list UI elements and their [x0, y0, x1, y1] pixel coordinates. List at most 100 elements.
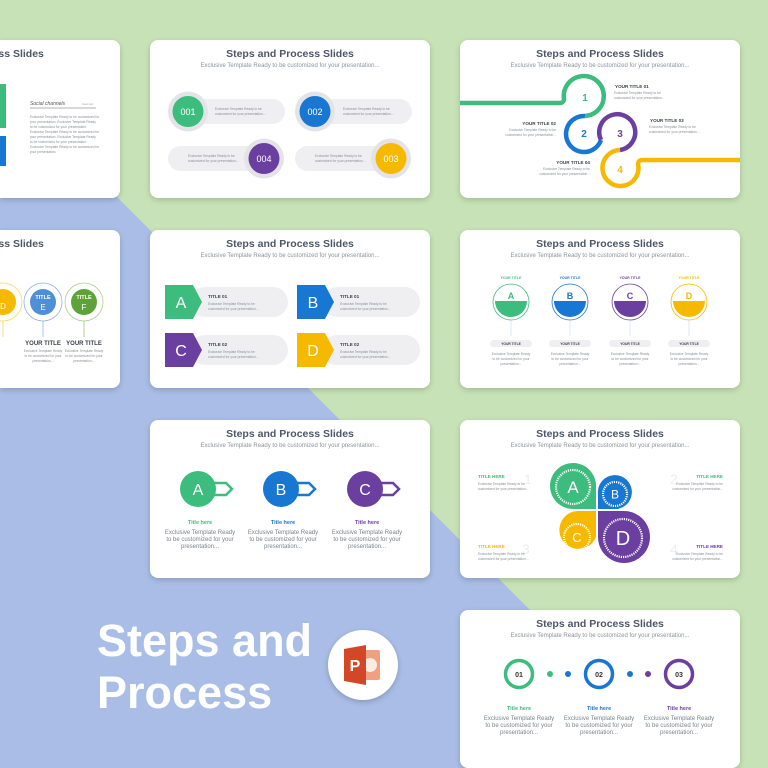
- slide-title: Steps and Process Slides: [536, 238, 664, 250]
- svg-text:to be customized for your: to be customized for your: [565, 723, 632, 729]
- slide-thumbnail-circle-tags[interactable]: Steps and Process Slides Exclusive Templ…: [150, 420, 430, 578]
- svg-text:Title here: Title here: [587, 706, 611, 712]
- svg-text:03: 03: [675, 672, 683, 679]
- svg-text:D: D: [0, 302, 6, 311]
- svg-text:presentation...: presentation...: [181, 544, 219, 550]
- slide-thumbnail-winding-path[interactable]: Steps and Process Slides Exclusive Templ…: [460, 40, 740, 198]
- slide-title: Steps and Process Slides: [0, 238, 44, 250]
- svg-text:Exclusive Template Ready to be: Exclusive Template Ready to be customize…: [30, 115, 100, 119]
- svg-text:customized for your presentati: customized for your presentation...: [343, 112, 394, 116]
- slide-thumbnail-circle-steps[interactable]: Steps and Process Slides D TITLE E YOUR …: [0, 230, 120, 388]
- winding-path: [460, 73, 740, 189]
- hero-title-line-1: Steps and: [97, 615, 313, 666]
- svg-text:Exclusive Template Ready to be: Exclusive Template Ready to be: [676, 482, 723, 486]
- svg-text:presentation...: presentation...: [560, 362, 581, 366]
- svg-text:Exclusive Template Ready: Exclusive Template Ready: [484, 716, 554, 722]
- svg-text:to be customized for your: to be customized for your: [492, 357, 530, 361]
- step-d: D: [0, 282, 23, 337]
- slide-title: Steps and Process Slides: [226, 48, 354, 60]
- slide-title: Steps and Process Slides: [536, 618, 664, 630]
- svg-text:Exclusive Template Ready to be: Exclusive Template Ready to be customize…: [30, 145, 100, 149]
- slide-thumbnail-half-filled-circles[interactable]: Steps and Process Slides Exclusive Templ…: [460, 230, 740, 388]
- slide-thumbnail-gear-clover[interactable]: Steps and Process Slides Exclusive Templ…: [460, 420, 740, 578]
- svg-text:Exclusive Template Ready to be: Exclusive Template Ready to be: [614, 91, 661, 95]
- item-c: YOUR TITLE C YOUR TITLE Exclusive Templa…: [609, 276, 651, 366]
- item-1: 1 TITLE HERE Exclusive Template Ready to…: [478, 471, 532, 491]
- item-c: C Title here Exclusive Template Readyto …: [332, 471, 402, 550]
- step-f: TITLE F YOUR TITLE Exclusive Template Re…: [64, 282, 104, 363]
- svg-text:4: 4: [617, 165, 623, 176]
- svg-text:presentation...: presentation...: [580, 730, 618, 736]
- svg-text:Exclusive Template Ready to be: Exclusive Template Ready to be: [315, 154, 362, 158]
- svg-text:to be customized for your: to be customized for your: [551, 357, 589, 361]
- svg-text:customized for your presentati: customized for your presentation...: [478, 557, 529, 561]
- svg-text:Exclusive Template Ready to be: Exclusive Template Ready to be: [343, 107, 390, 111]
- svg-text:Exclusive Template Ready: Exclusive Template Ready: [24, 349, 63, 353]
- slide-thumbnail-letter-tags[interactable]: Steps and Process Slides Exclusive Templ…: [150, 230, 430, 388]
- svg-text:Exclusive Template Ready to be: Exclusive Template Ready to be: [509, 128, 556, 132]
- slide-thumbnail-numbered-steps[interactable]: Steps and Process Slides Exclusive Templ…: [150, 40, 430, 198]
- gear-cluster: A B C D: [550, 463, 650, 563]
- slide-thumbnail-social-channels[interactable]: Steps and Process Slides Social channels…: [0, 40, 120, 198]
- svg-text:C: C: [572, 530, 581, 545]
- svg-text:Title here: Title here: [271, 520, 295, 526]
- svg-text:to be customized for your: to be customized for your: [670, 357, 708, 361]
- svg-text:to be customized for your: to be customized for your: [485, 723, 552, 729]
- slide-thumbnail-dotted-timeline[interactable]: Steps and Process Slides Exclusive Templ…: [460, 610, 740, 768]
- svg-text:F: F: [82, 303, 87, 312]
- svg-text:D: D: [616, 528, 630, 550]
- svg-text:YOUR TITLE: YOUR TITLE: [560, 276, 581, 280]
- svg-text:presentation...: presentation...: [679, 362, 700, 366]
- blue-block: [0, 136, 6, 166]
- svg-text:Exclusive Template Ready: Exclusive Template Ready: [670, 352, 709, 356]
- slide-title: Steps and Process Slides: [226, 238, 354, 250]
- svg-text:to be customized for your: to be customized for your: [65, 354, 103, 358]
- svg-text:Exclusive Template Ready: Exclusive Template Ready: [611, 352, 650, 356]
- svg-text:Title here: Title here: [355, 520, 379, 526]
- item-d: YOUR TITLE D YOUR TITLE Exclusive Templa…: [668, 276, 710, 366]
- svg-text:Exclusive Template Ready to be: Exclusive Template Ready to be: [340, 302, 387, 306]
- svg-text:1: 1: [582, 93, 588, 104]
- svg-text:customized for your presentati: customized for your presentation...: [188, 159, 239, 163]
- svg-text:customized for your presentati: customized for your presentation...: [315, 159, 366, 163]
- svg-text:001: 001: [180, 107, 195, 117]
- slide-subtitle: Exclusive Template Ready to be customize…: [201, 63, 380, 69]
- slide-title: Steps and Process Slides: [536, 48, 664, 60]
- svg-text:Exclusive Template Ready to be: Exclusive Template Ready to be: [215, 107, 262, 111]
- svg-text:Exclusive Template Ready to be: Exclusive Template Ready to be: [543, 167, 590, 171]
- svg-text:Exclusive Template Ready: Exclusive Template Ready: [551, 352, 590, 356]
- svg-text:Exclusive Template Ready: Exclusive Template Ready: [248, 530, 318, 536]
- svg-text:YOUR TITLE 02: YOUR TITLE 02: [522, 121, 556, 126]
- step-003: 003 Exclusive Template Ready to becustom…: [295, 138, 411, 179]
- item-a: YOUR TITLE A YOUR TITLE Exclusive Templa…: [490, 276, 532, 366]
- svg-text:YOUR TITLE 04: YOUR TITLE 04: [556, 160, 590, 165]
- svg-text:Exclusive Template Ready to be: Exclusive Template Ready to be: [188, 154, 235, 158]
- svg-text:TITLE HERE: TITLE HERE: [478, 544, 505, 549]
- svg-text:customized for your presentati: customized for your presentation...: [478, 487, 529, 491]
- svg-text:Exclusive Template Ready: Exclusive Template Ready: [644, 716, 714, 722]
- svg-text:Exclusive Template Ready to be: Exclusive Template Ready to be: [208, 302, 255, 306]
- item-4: 4 TITLE HERE Exclusive Template Ready to…: [670, 541, 723, 561]
- svg-text:3: 3: [617, 129, 623, 140]
- svg-text:Exclusive Template Ready: Exclusive Template Ready: [332, 530, 402, 536]
- svg-text:to be customized for your: to be customized for your: [333, 537, 400, 543]
- svg-text:A: A: [193, 482, 204, 499]
- svg-text:customized for your presentati: customized for your presentation...: [340, 355, 391, 359]
- green-block: [0, 84, 6, 128]
- svg-text:YOUR TITLE: YOUR TITLE: [501, 342, 521, 346]
- svg-text:to be customized for your: to be customized for your: [249, 537, 316, 543]
- svg-text:presentation...: presentation...: [500, 730, 538, 736]
- svg-text:Exclusive Template Ready to be: Exclusive Template Ready to be: [649, 125, 696, 129]
- svg-text:TITLE HERE: TITLE HERE: [696, 474, 723, 479]
- svg-text:TITLE: TITLE: [76, 295, 92, 301]
- svg-text:YOUR TITLE: YOUR TITLE: [679, 342, 699, 346]
- svg-text:Title here: Title here: [188, 520, 212, 526]
- svg-text:Exclusive Template Ready to be: Exclusive Template Ready to be customize…: [30, 130, 100, 134]
- svg-text:YOUR TITLE: YOUR TITLE: [66, 341, 102, 347]
- step-2-text: YOUR TITLE 02 Exclusive Template Ready to…: [505, 121, 556, 137]
- svg-text:Exclusive Template Ready: Exclusive Template Ready: [65, 349, 104, 353]
